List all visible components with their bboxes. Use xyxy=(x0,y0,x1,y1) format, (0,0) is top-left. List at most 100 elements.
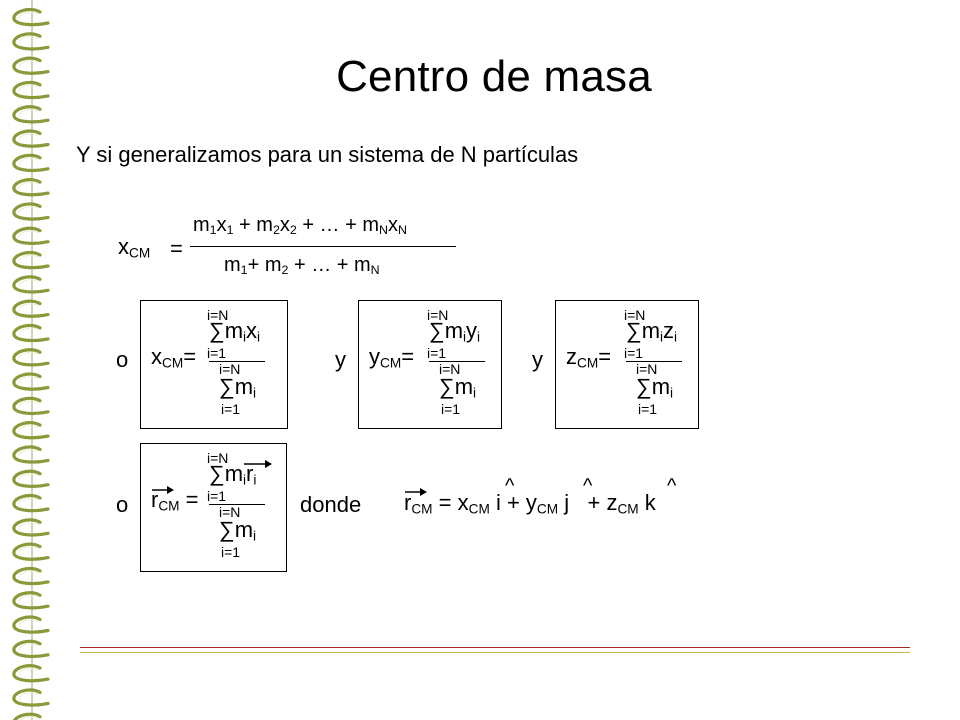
binding-loop-highlight xyxy=(18,109,39,117)
sum-lower-limit: i=1 xyxy=(221,401,241,417)
binding-loop xyxy=(12,421,50,440)
connector-o-1: o xyxy=(116,347,129,372)
hat-i: ^ xyxy=(505,475,515,497)
vector-formula: rCM = xCM i + yCM j + zCM k xyxy=(404,490,656,517)
binding-loop-highlight xyxy=(18,11,39,20)
binding-loop-highlight xyxy=(18,230,39,238)
vector-arrow-icon xyxy=(405,488,427,496)
formula1-denominator: m1+ m2 + … + mN xyxy=(224,254,380,278)
box-y-fraction-bar xyxy=(429,361,485,362)
connector-y-2: y xyxy=(532,347,543,372)
sum-upper-limit: i=N xyxy=(636,361,658,377)
vector-arrow-icon xyxy=(152,486,174,494)
box-y-cm: i=N ∑miyi yCM= i=1 i=N ∑mi i=1 xyxy=(358,300,502,429)
binding-loop xyxy=(12,493,50,513)
box-z-lhs: zCM= xyxy=(566,344,612,371)
binding-loop xyxy=(12,275,50,294)
spiral-binding xyxy=(0,0,50,720)
binding-loop xyxy=(12,615,50,634)
sum-lower-limit: i=1 xyxy=(221,544,241,560)
connector-y-1: y xyxy=(335,347,346,372)
sum-denominator: ∑mi xyxy=(636,374,674,401)
binding-loop xyxy=(12,518,50,537)
sum-numerator: ∑miri xyxy=(209,461,257,488)
box-z-fraction-bar xyxy=(626,361,682,362)
binding-loop-highlight xyxy=(18,157,39,165)
binding-loop-highlight xyxy=(18,279,39,287)
binding-loop xyxy=(12,639,50,659)
binding-loop xyxy=(12,688,50,707)
binding-loop-highlight xyxy=(18,400,39,408)
sum-upper-limit: i=N xyxy=(219,361,241,377)
binding-loop-highlight xyxy=(18,497,39,506)
binding-loop xyxy=(12,469,50,488)
binding-loop-highlight xyxy=(18,303,39,311)
box-r-fraction-bar xyxy=(209,504,265,505)
box-x-fraction-bar xyxy=(209,361,265,362)
binding-loop-highlight xyxy=(19,716,39,720)
binding-loop-highlight xyxy=(18,619,39,627)
binding-loop-highlight xyxy=(18,667,39,676)
slide-subtitle: Y si generalizamos para un sistema de N … xyxy=(76,142,579,167)
sum-lower-limit: i=1 xyxy=(638,401,658,417)
box-z-cm: i=N ∑mizi zCM= i=1 i=N ∑mi i=1 xyxy=(555,300,699,429)
binding-loop-highlight xyxy=(18,36,39,44)
binding-loop xyxy=(12,445,50,464)
formula1-lhs: xCM xyxy=(118,234,151,261)
binding-loop xyxy=(12,105,50,124)
footer-rule-primary xyxy=(80,647,910,648)
slide-title: Centro de masa xyxy=(336,52,652,101)
binding-loop-highlight xyxy=(18,595,39,603)
binding-loop xyxy=(12,299,50,318)
binding-loop-highlight xyxy=(18,473,39,481)
box-r-cm: i=N ∑miri rCM = i=1 i=N ∑mi i=1 xyxy=(140,443,287,572)
sum-lower-limit: i=1 xyxy=(207,345,227,361)
sum-lower-limit: i=1 xyxy=(427,345,447,361)
binding-loop xyxy=(12,178,50,197)
box-x-cm: i=N ∑mixi xCM= i=1 i=N ∑mi i=1 xyxy=(140,300,288,429)
footer-rule-secondary xyxy=(80,652,910,653)
binding-loop-highlight xyxy=(18,376,39,384)
box-x-lhs: xCM= xyxy=(151,344,197,371)
binding-loop xyxy=(12,153,50,173)
sum-numerator: ∑miyi xyxy=(429,318,481,345)
binding-loop xyxy=(12,7,50,27)
formula1-numerator: m1x1 + m2x2 + … + mNxN xyxy=(193,214,407,238)
sum-upper-limit: i=N xyxy=(219,504,241,520)
binding-loop-highlight xyxy=(18,84,39,92)
binding-loop-highlight xyxy=(18,522,39,530)
sum-upper-limit: i=N xyxy=(439,361,461,377)
binding-loop xyxy=(12,348,50,367)
binding-loop xyxy=(12,80,50,100)
hat-k: ^ xyxy=(667,475,677,497)
binding-loop-highlight xyxy=(18,181,39,190)
binding-loop xyxy=(12,226,50,245)
binding-loop xyxy=(12,129,50,148)
box-r-lhs: rCM = xyxy=(151,487,199,514)
binding-loop-highlight xyxy=(18,254,39,263)
binding-loop xyxy=(12,372,50,391)
binding-loop-highlight xyxy=(18,206,39,214)
sum-lower-limit: i=1 xyxy=(624,345,644,361)
binding-loop xyxy=(12,250,50,270)
formula1-fraction-bar xyxy=(190,246,456,247)
connector-donde: donde xyxy=(300,492,362,517)
binding-loop xyxy=(12,542,50,561)
connector-o-2: o xyxy=(116,492,129,517)
vector-arrow-icon xyxy=(244,460,272,468)
sum-lower-limit: i=1 xyxy=(441,401,461,417)
binding-loop-highlight xyxy=(18,327,39,335)
sum-denominator: ∑mi xyxy=(219,517,257,544)
binding-loop xyxy=(12,566,50,586)
sum-upper-limit: i=N xyxy=(207,307,229,323)
sum-upper-limit: i=N xyxy=(427,307,449,323)
box-y-lhs: yCM= xyxy=(369,344,415,371)
sum-denominator: ∑mi xyxy=(439,374,477,401)
sum-lower-limit: i=1 xyxy=(207,488,227,504)
binding-loop xyxy=(12,591,50,610)
binding-loop xyxy=(12,32,50,51)
sum-denominator: ∑mi xyxy=(219,374,257,401)
binding-loop xyxy=(12,712,42,720)
binding-loop-highlight xyxy=(18,424,39,433)
